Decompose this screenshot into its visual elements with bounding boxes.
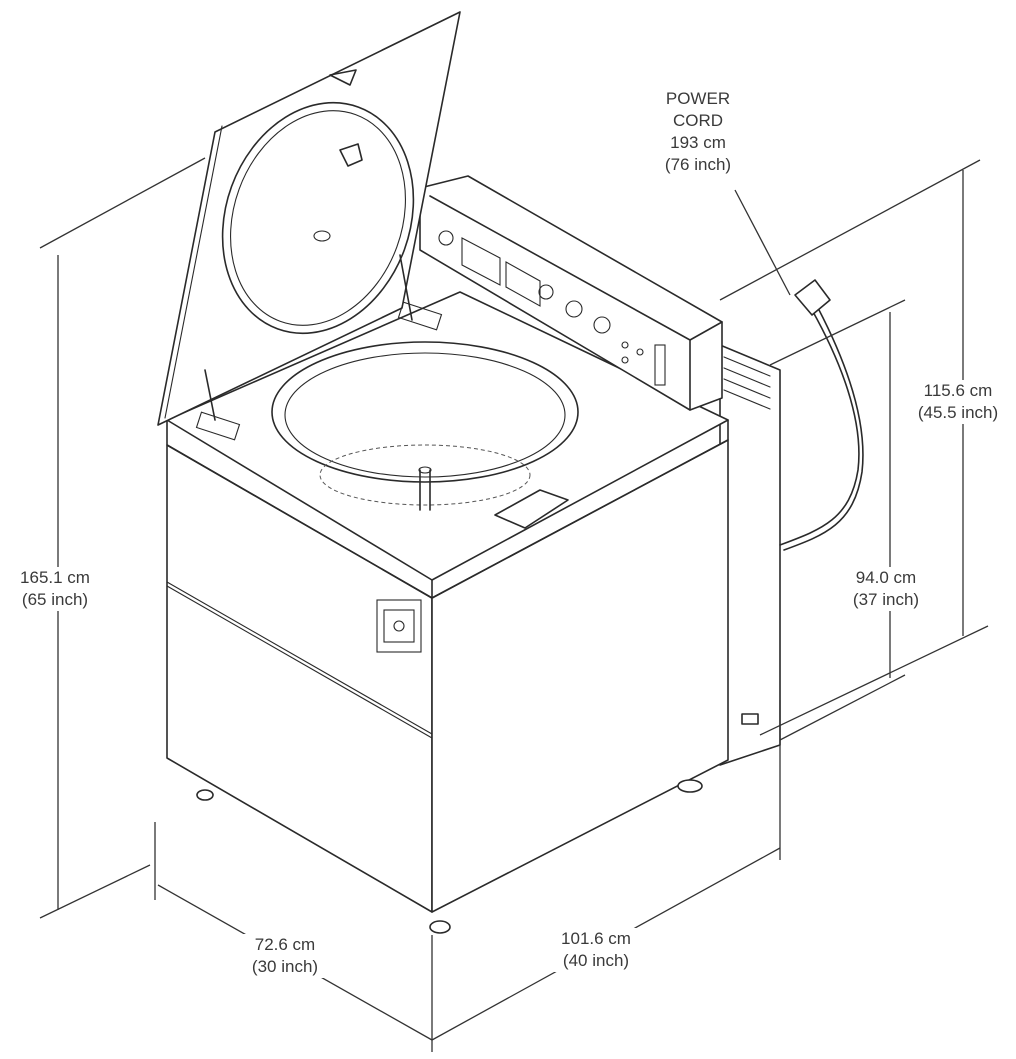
width-metric: 101.6 cm bbox=[561, 929, 631, 948]
depth-label: 72.6 cm (30 inch) bbox=[230, 934, 340, 978]
cabinet-height-label: 94.0 cm (37 inch) bbox=[830, 567, 942, 611]
depth-imperial: (30 inch) bbox=[251, 957, 319, 976]
overall-height-label: 165.1 cm (65 inch) bbox=[0, 567, 110, 611]
power-cord-line2: CORD bbox=[672, 111, 724, 130]
power-cord-line1: POWER bbox=[665, 89, 731, 108]
overall-height-imperial: (65 inch) bbox=[21, 590, 89, 609]
depth-metric: 72.6 cm bbox=[254, 935, 316, 954]
control-panel bbox=[419, 175, 723, 411]
power-cord-leader bbox=[734, 189, 791, 296]
open-lid bbox=[157, 11, 461, 441]
power-cord bbox=[779, 279, 864, 551]
overall-height-metric: 165.1 cm bbox=[20, 568, 90, 587]
panel-height-label: 115.6 cm (45.5 inch) bbox=[900, 380, 1016, 424]
power-cord-imperial: (76 inch) bbox=[664, 155, 732, 174]
power-cord-label: POWER CORD 193 cm (76 inch) bbox=[632, 88, 764, 176]
panel-height-metric: 115.6 cm bbox=[923, 381, 993, 400]
rotor-chamber bbox=[271, 341, 579, 529]
cabinet-height-imperial: (37 inch) bbox=[852, 590, 920, 609]
width-imperial: (40 inch) bbox=[562, 951, 630, 970]
cabinet-height-metric: 94.0 cm bbox=[855, 568, 917, 587]
width-label: 101.6 cm (40 inch) bbox=[538, 928, 654, 972]
power-cord-metric: 193 cm bbox=[670, 133, 726, 152]
panel-height-imperial: (45.5 inch) bbox=[917, 403, 999, 422]
